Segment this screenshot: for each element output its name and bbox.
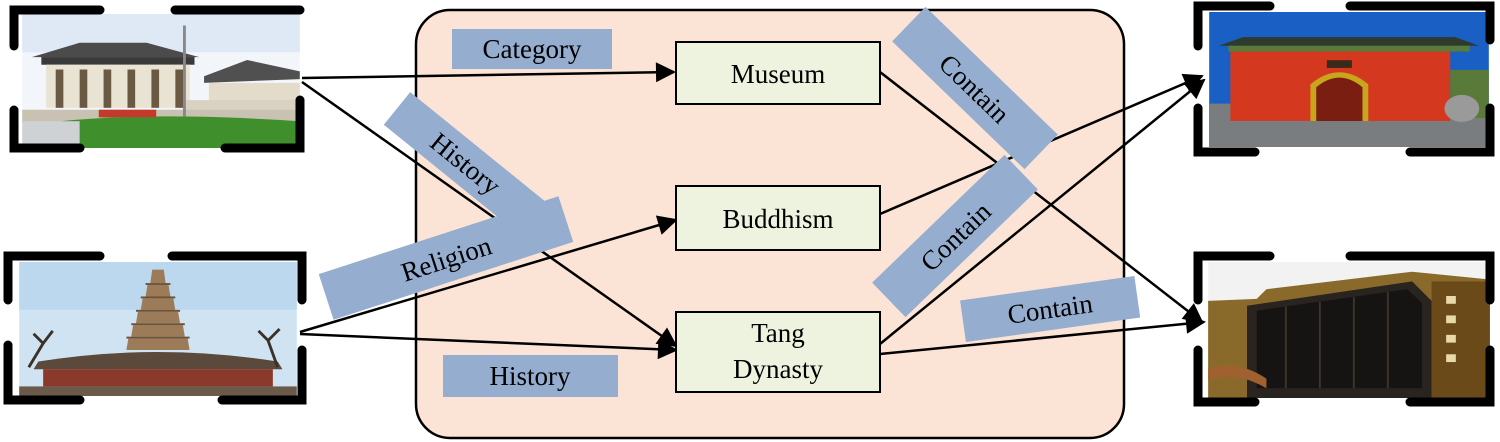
- node-tang-dynasty-label-line1: Tang: [751, 318, 805, 348]
- edge-museum-image-to-tang: [301, 80, 678, 348]
- edge-tang-to-modern-image: [879, 313, 1206, 356]
- edge-pagoda-image-to-tang: [299, 332, 678, 360]
- photo-top-right: [1193, 1, 1495, 157]
- red-temple-gate-image: [1209, 12, 1489, 147]
- node-museum: Museum: [675, 41, 881, 105]
- edge-pagoda-image-to-buddhism: [299, 215, 678, 334]
- photo-bottom-right: [1193, 251, 1495, 407]
- pagoda-image: [17, 262, 299, 396]
- museum-building-image: [22, 14, 300, 148]
- edge-museum-image-to-museum: [301, 62, 676, 83]
- edge-museum-to-modern-image: [879, 71, 1204, 324]
- node-buddhism-label: Buddhism: [722, 204, 833, 234]
- edge-label-category-text: Category: [483, 34, 582, 64]
- edge-label-history-top: History: [383, 92, 547, 236]
- edge-label-contain-bottom: Contain: [960, 275, 1141, 343]
- edge-label-history-bottom: History: [443, 355, 618, 397]
- edge-tang-to-gate-image: [879, 78, 1206, 345]
- photo-bottom-left: [3, 251, 307, 405]
- edge-label-history-bottom-text: History: [490, 361, 572, 391]
- node-buddhism: Buddhism: [675, 185, 881, 251]
- modern-building-image: [1207, 262, 1491, 398]
- node-museum-label: Museum: [731, 59, 826, 89]
- node-tang-dynasty: Tang Dynasty: [675, 311, 881, 393]
- edge-label-category: Category: [452, 29, 612, 69]
- photo-top-left: [9, 5, 305, 153]
- node-tang-dynasty-label-line2: Dynasty: [733, 354, 823, 384]
